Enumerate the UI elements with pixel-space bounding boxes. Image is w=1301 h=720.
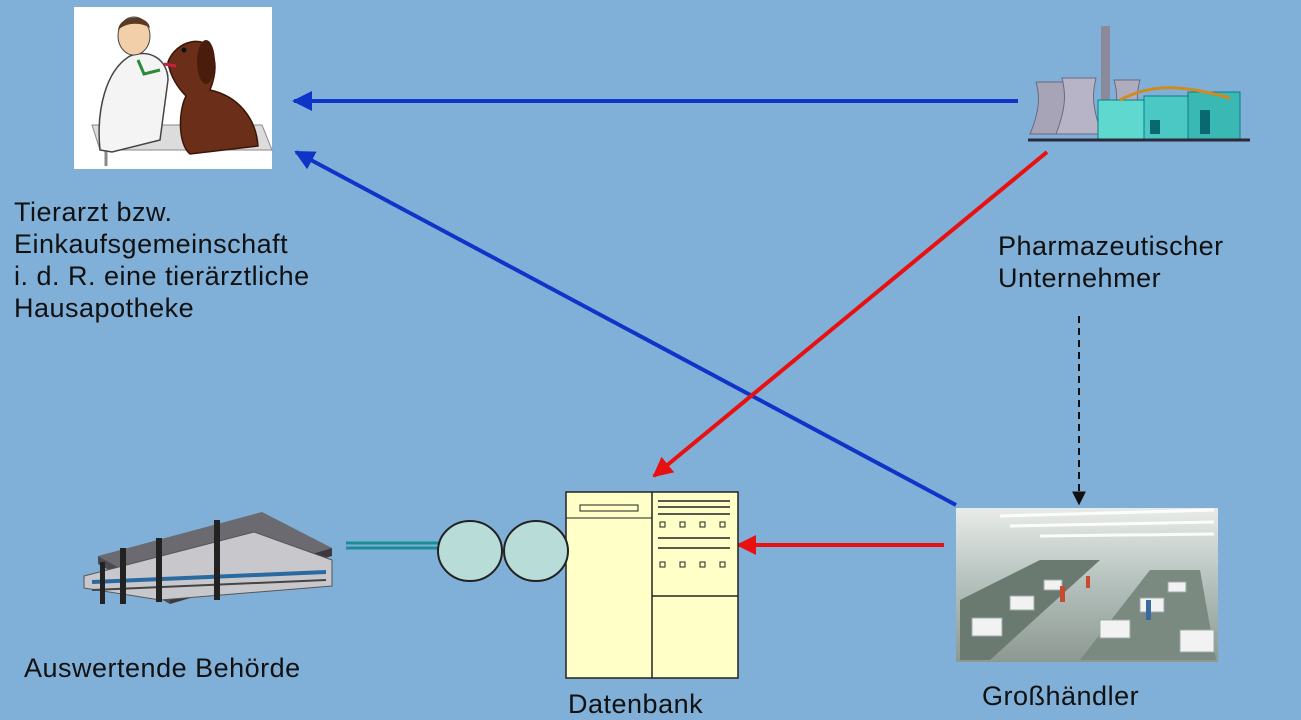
wholesaler-label: Großhändler xyxy=(982,681,1140,711)
arrow-wholesaler-to-vet xyxy=(294,150,957,507)
factory-icon xyxy=(1028,26,1250,142)
government-building-icon xyxy=(83,512,333,604)
database-server-icon xyxy=(565,491,739,679)
arrow-pharma-to-database xyxy=(652,150,1049,478)
authority-label: Auswertende Behörde xyxy=(24,653,301,683)
veterinarian-with-dog-icon xyxy=(74,7,273,169)
warehouse-photo-icon xyxy=(956,508,1218,662)
vet-label: Tierarzt bzw. Einkaufsgemeinschaft i. d.… xyxy=(14,197,310,323)
network-connector-icon xyxy=(437,520,569,582)
connector-database-to-authority xyxy=(346,541,442,550)
database-label: Datenbank xyxy=(568,689,704,719)
pharma-label: Pharmazeutischer Unternehmer xyxy=(998,231,1224,293)
